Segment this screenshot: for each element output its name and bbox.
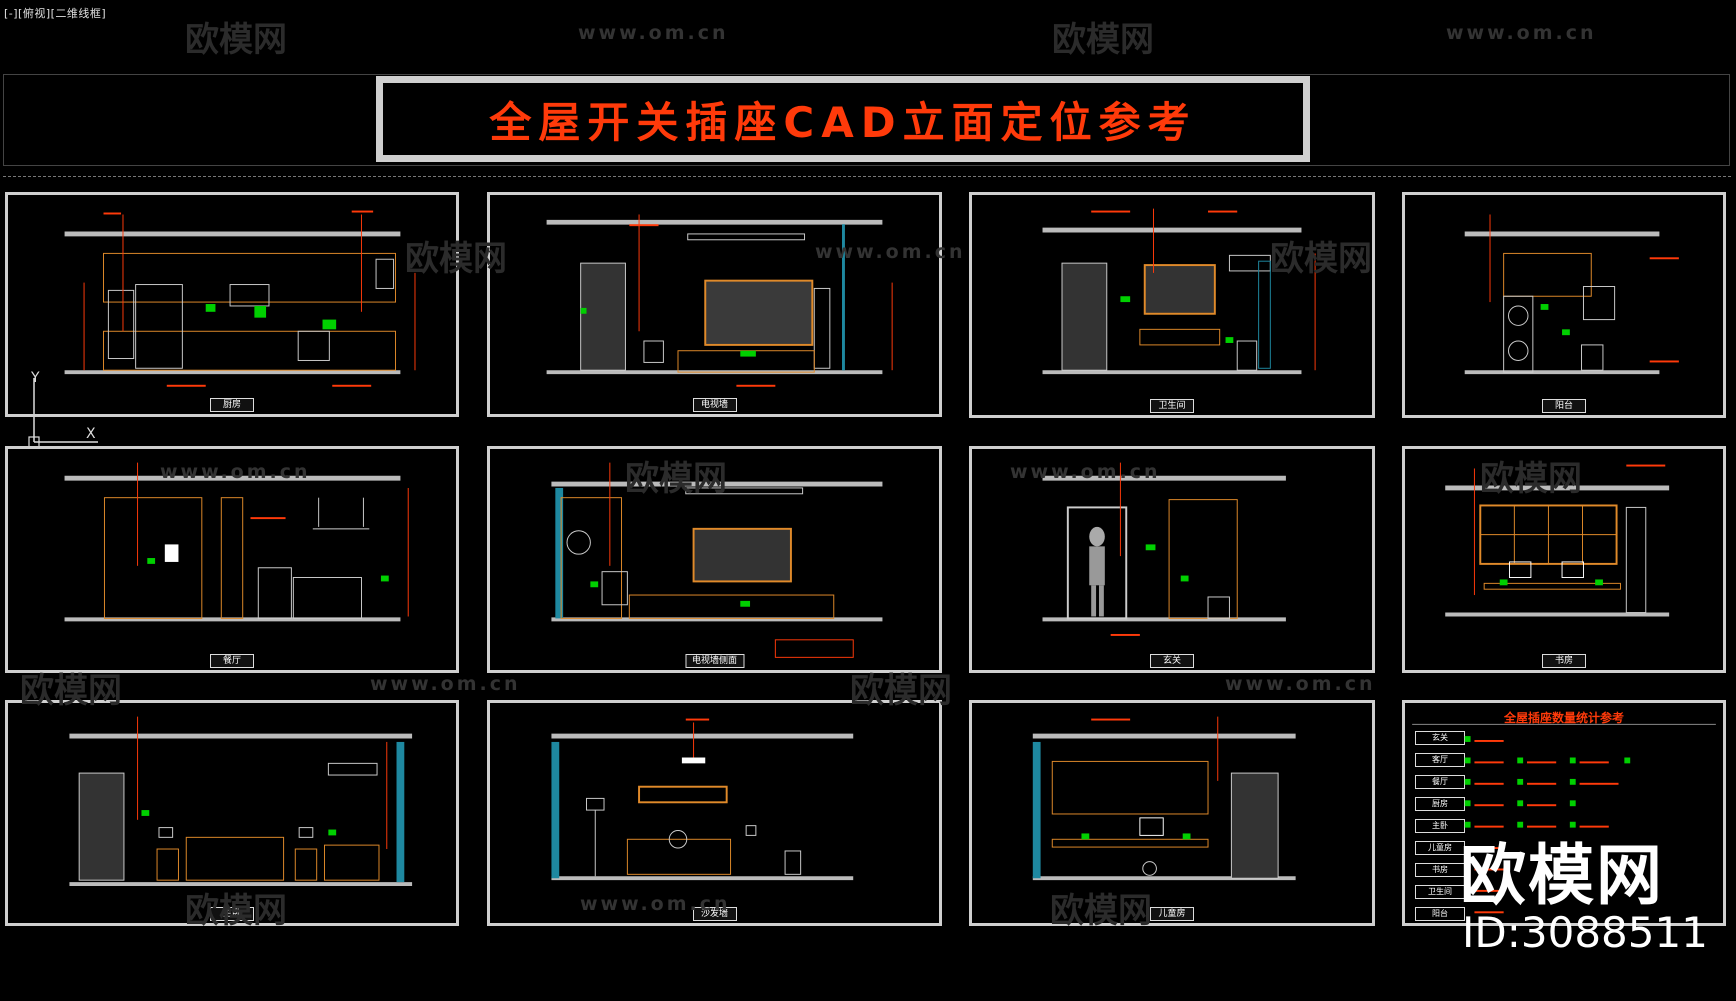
stats-row: 主卧 xyxy=(1411,819,1717,833)
stats-room-label: 餐厅 xyxy=(1415,775,1465,789)
viewport-label[interactable]: [-][俯视][二维线框] xyxy=(4,7,107,20)
panel-label: 儿童房 xyxy=(1150,907,1194,921)
page-title: 全屋开关插座CAD立面定位参考 xyxy=(489,97,1197,147)
panel-entrance[interactable]: 玄关 xyxy=(969,446,1375,673)
kitchen-elevation-drawing xyxy=(64,210,416,387)
panel-label: 卫生间 xyxy=(1150,399,1194,413)
title-outer-frame xyxy=(3,74,1730,166)
stats-room-label: 厨房 xyxy=(1415,797,1465,811)
panel-sofa-wall[interactable]: 沙发墙 xyxy=(487,700,942,926)
sofa-wall-elevation-drawing xyxy=(551,718,854,881)
stats-row: 玄关 xyxy=(1411,731,1717,745)
panel-study[interactable]: 书房 xyxy=(1402,446,1726,673)
watermark-url: www.om.cn xyxy=(370,673,521,695)
stats-room-label: 书房 xyxy=(1415,863,1465,877)
master-bedroom-elevation-drawing xyxy=(69,716,413,887)
stats-title: 全屋插座数量统计参考 xyxy=(1503,711,1624,725)
divider-line xyxy=(3,176,1731,177)
stats-room-label: 玄关 xyxy=(1415,731,1465,745)
panel-tv-wall[interactable]: 电视墙 xyxy=(487,192,942,417)
stats-row: 厨房 xyxy=(1411,797,1717,811)
ucs-y-label: Y xyxy=(31,370,40,386)
panel-kitchen[interactable]: 厨房 xyxy=(5,192,459,417)
tv-wall-elevation-drawing xyxy=(546,214,893,387)
panel-label: 玄关 xyxy=(1150,654,1194,668)
panel-balcony[interactable]: 阳台 xyxy=(1402,192,1726,418)
entrance-elevation-drawing xyxy=(1042,462,1286,636)
panel-label: 阳台 xyxy=(1542,399,1586,413)
panel-dining[interactable]: 餐厅 xyxy=(5,446,459,673)
watermark-url: www.om.cn xyxy=(578,22,729,44)
panel-bathroom[interactable]: 卫生间 xyxy=(969,192,1375,418)
watermark-brand: 欧模网 xyxy=(185,20,287,60)
panel-label: 主卧 xyxy=(210,907,254,921)
stats-row: 书房 xyxy=(1411,863,1717,877)
panel-label: 电视墙侧面 xyxy=(684,654,745,668)
stats-room-label: 阳台 xyxy=(1415,907,1465,921)
brand-overlay-name: 欧模网 xyxy=(1460,837,1664,914)
panel-tv-wall-side[interactable]: 电视墙侧面 xyxy=(487,446,942,673)
panel-label: 餐厅 xyxy=(210,654,254,668)
stats-row: 客厅 xyxy=(1411,753,1717,767)
stats-row: 儿童房 xyxy=(1411,841,1717,855)
balcony-elevation-drawing xyxy=(1464,214,1679,375)
panel-label: 沙发墙 xyxy=(692,907,737,921)
watermark-url: www.om.cn xyxy=(1225,673,1376,695)
panel-label: 电视墙 xyxy=(692,398,737,412)
stats-row: 餐厅 xyxy=(1411,775,1717,789)
watermark-url: www.om.cn xyxy=(1446,22,1597,44)
panel-label: 厨房 xyxy=(210,398,254,412)
stats-room-label: 卫生间 xyxy=(1415,885,1465,899)
panel-label: 书房 xyxy=(1542,654,1586,668)
ucs-icon xyxy=(28,378,98,447)
study-elevation-drawing xyxy=(1445,464,1670,617)
dining-elevation-drawing xyxy=(64,462,409,622)
kids-room-elevation-drawing xyxy=(1032,716,1296,881)
ucs-x-label: X xyxy=(86,426,96,442)
stats-row: 卫生间 xyxy=(1411,885,1717,899)
panel-kids-room[interactable]: 儿童房 xyxy=(969,700,1375,926)
tv-wall-side-elevation-drawing xyxy=(551,462,883,658)
stats-room-label: 儿童房 xyxy=(1415,841,1465,855)
brand-overlay-id: ID:3088511 xyxy=(1462,908,1708,957)
stats-room-label: 主卧 xyxy=(1415,819,1465,833)
watermark-brand: 欧模网 xyxy=(1052,20,1154,60)
stats-room-label: 客厅 xyxy=(1415,753,1465,767)
stats-row: 阳台 xyxy=(1411,907,1717,921)
bathroom-elevation-drawing xyxy=(1042,208,1316,375)
panel-master-bedroom[interactable]: 主卧 xyxy=(5,700,459,926)
title-frame: 全屋开关插座CAD立面定位参考 xyxy=(376,76,1310,162)
